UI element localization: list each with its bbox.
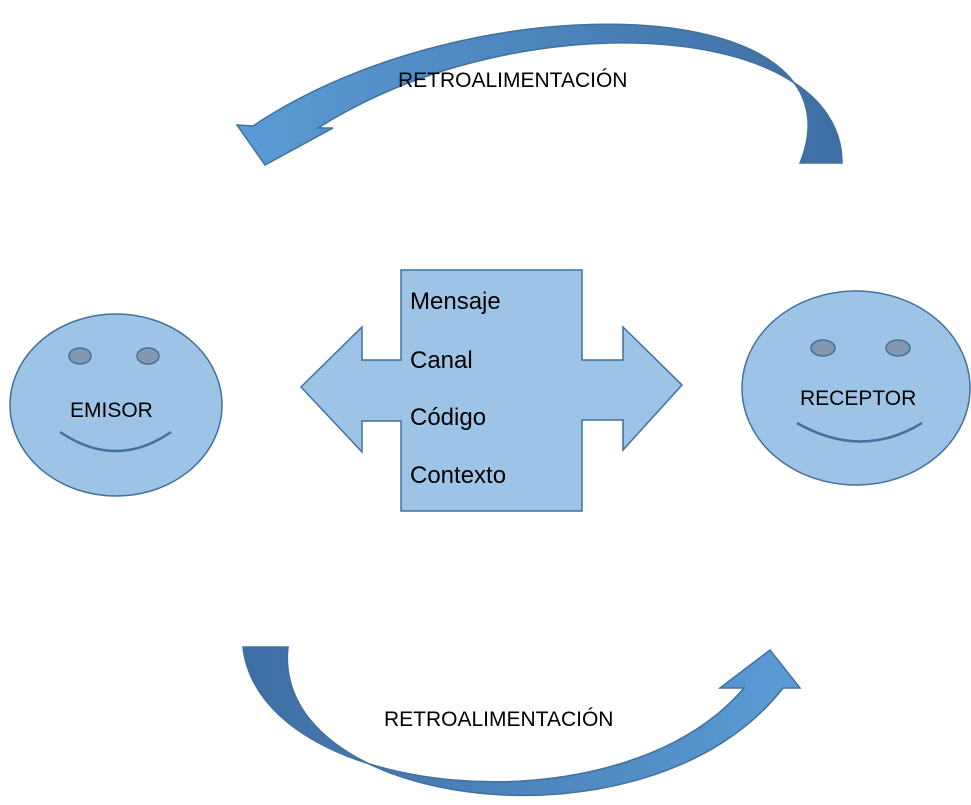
- feedback-arrow-bottom: [242, 646, 802, 797]
- message-arrow-shape: [299, 269, 684, 512]
- sender-left-eye: [68, 347, 92, 365]
- message-item: Código: [410, 404, 486, 431]
- feedback-arrow-top: [235, 23, 843, 166]
- receiver-smile: [796, 421, 923, 443]
- message-item: Mensaje: [410, 288, 501, 315]
- sender-smile: [59, 430, 172, 453]
- receiver-head: [741, 290, 971, 486]
- message-item: Contexto: [410, 462, 506, 489]
- feedback-label-top: RETROALIMENTACIÓN: [398, 69, 627, 92]
- receiver-face: RECEPTOR: [741, 290, 971, 486]
- sender-label: EMISOR: [70, 399, 153, 422]
- message-item: Canal: [410, 347, 473, 374]
- sender-face: EMISOR: [9, 313, 223, 497]
- sender-head: [9, 313, 223, 497]
- receiver-left-eye: [810, 339, 836, 357]
- feedback-label-bottom: RETROALIMENTACIÓN: [384, 708, 613, 731]
- sender-right-eye: [136, 347, 160, 365]
- receiver-label: RECEPTOR: [800, 387, 916, 410]
- receiver-right-eye: [885, 339, 911, 357]
